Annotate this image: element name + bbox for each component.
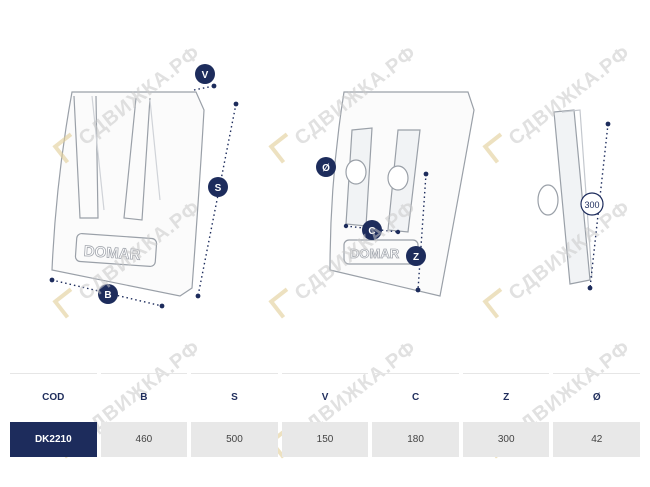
- header-s: S: [191, 373, 278, 422]
- mudflap-mounted-view: [329, 91, 475, 297]
- cell-v: 150: [281, 422, 369, 457]
- dim-badge-s: S: [208, 177, 228, 197]
- svg-text:Ø: Ø: [322, 163, 330, 174]
- header-c: C: [372, 373, 459, 422]
- cell-diameter: 42: [553, 422, 641, 457]
- cell-s: 500: [191, 422, 278, 457]
- dimension-endpoints-side: [587, 121, 611, 291]
- dim-badge-v: V: [195, 64, 215, 84]
- dim-badge-z: Z: [406, 246, 426, 266]
- header-b: B: [100, 373, 188, 422]
- table-row: DK2210 460 500 150 180 300 42: [10, 422, 641, 457]
- dim-badge-diameter: Ø: [316, 157, 336, 177]
- logo-mounted: DOMAR: [350, 246, 400, 261]
- dim-badge-c: C: [362, 220, 382, 240]
- header-z: Z: [462, 373, 550, 422]
- mudflap-front-view: [51, 91, 205, 297]
- dimension-endpoints-front: [49, 83, 239, 309]
- cell-code: DK2210: [10, 422, 97, 457]
- cell-b: 460: [100, 422, 188, 457]
- dimension-endpoints-mounted: [343, 171, 429, 293]
- svg-text:B: B: [104, 290, 111, 301]
- spec-table-header: COD B S V C Z Ø: [10, 373, 641, 422]
- header-diameter: Ø: [553, 373, 641, 422]
- svg-text:300: 300: [584, 200, 599, 210]
- mudflap-diagram: DOMAR V S B: [49, 64, 611, 309]
- bracket-side-view: [537, 109, 593, 285]
- dim-badge-b: B: [98, 284, 118, 304]
- spec-table: COD B S V C Z Ø DK2210 460 500 150 180 3…: [10, 373, 641, 457]
- header-v: V: [281, 373, 369, 422]
- dimension-lines-mounted: [345, 173, 427, 291]
- svg-text:V: V: [202, 70, 209, 81]
- dimension-lines-front: [51, 85, 237, 307]
- dim-badge-300: 300: [580, 192, 604, 216]
- header-cod: COD: [10, 373, 97, 422]
- cell-z: 300: [462, 422, 550, 457]
- logo-front: DOMAR: [83, 243, 141, 264]
- svg-text:S: S: [215, 183, 222, 194]
- cell-c: 180: [372, 422, 459, 457]
- svg-text:C: C: [368, 226, 375, 237]
- svg-text:Z: Z: [413, 252, 419, 263]
